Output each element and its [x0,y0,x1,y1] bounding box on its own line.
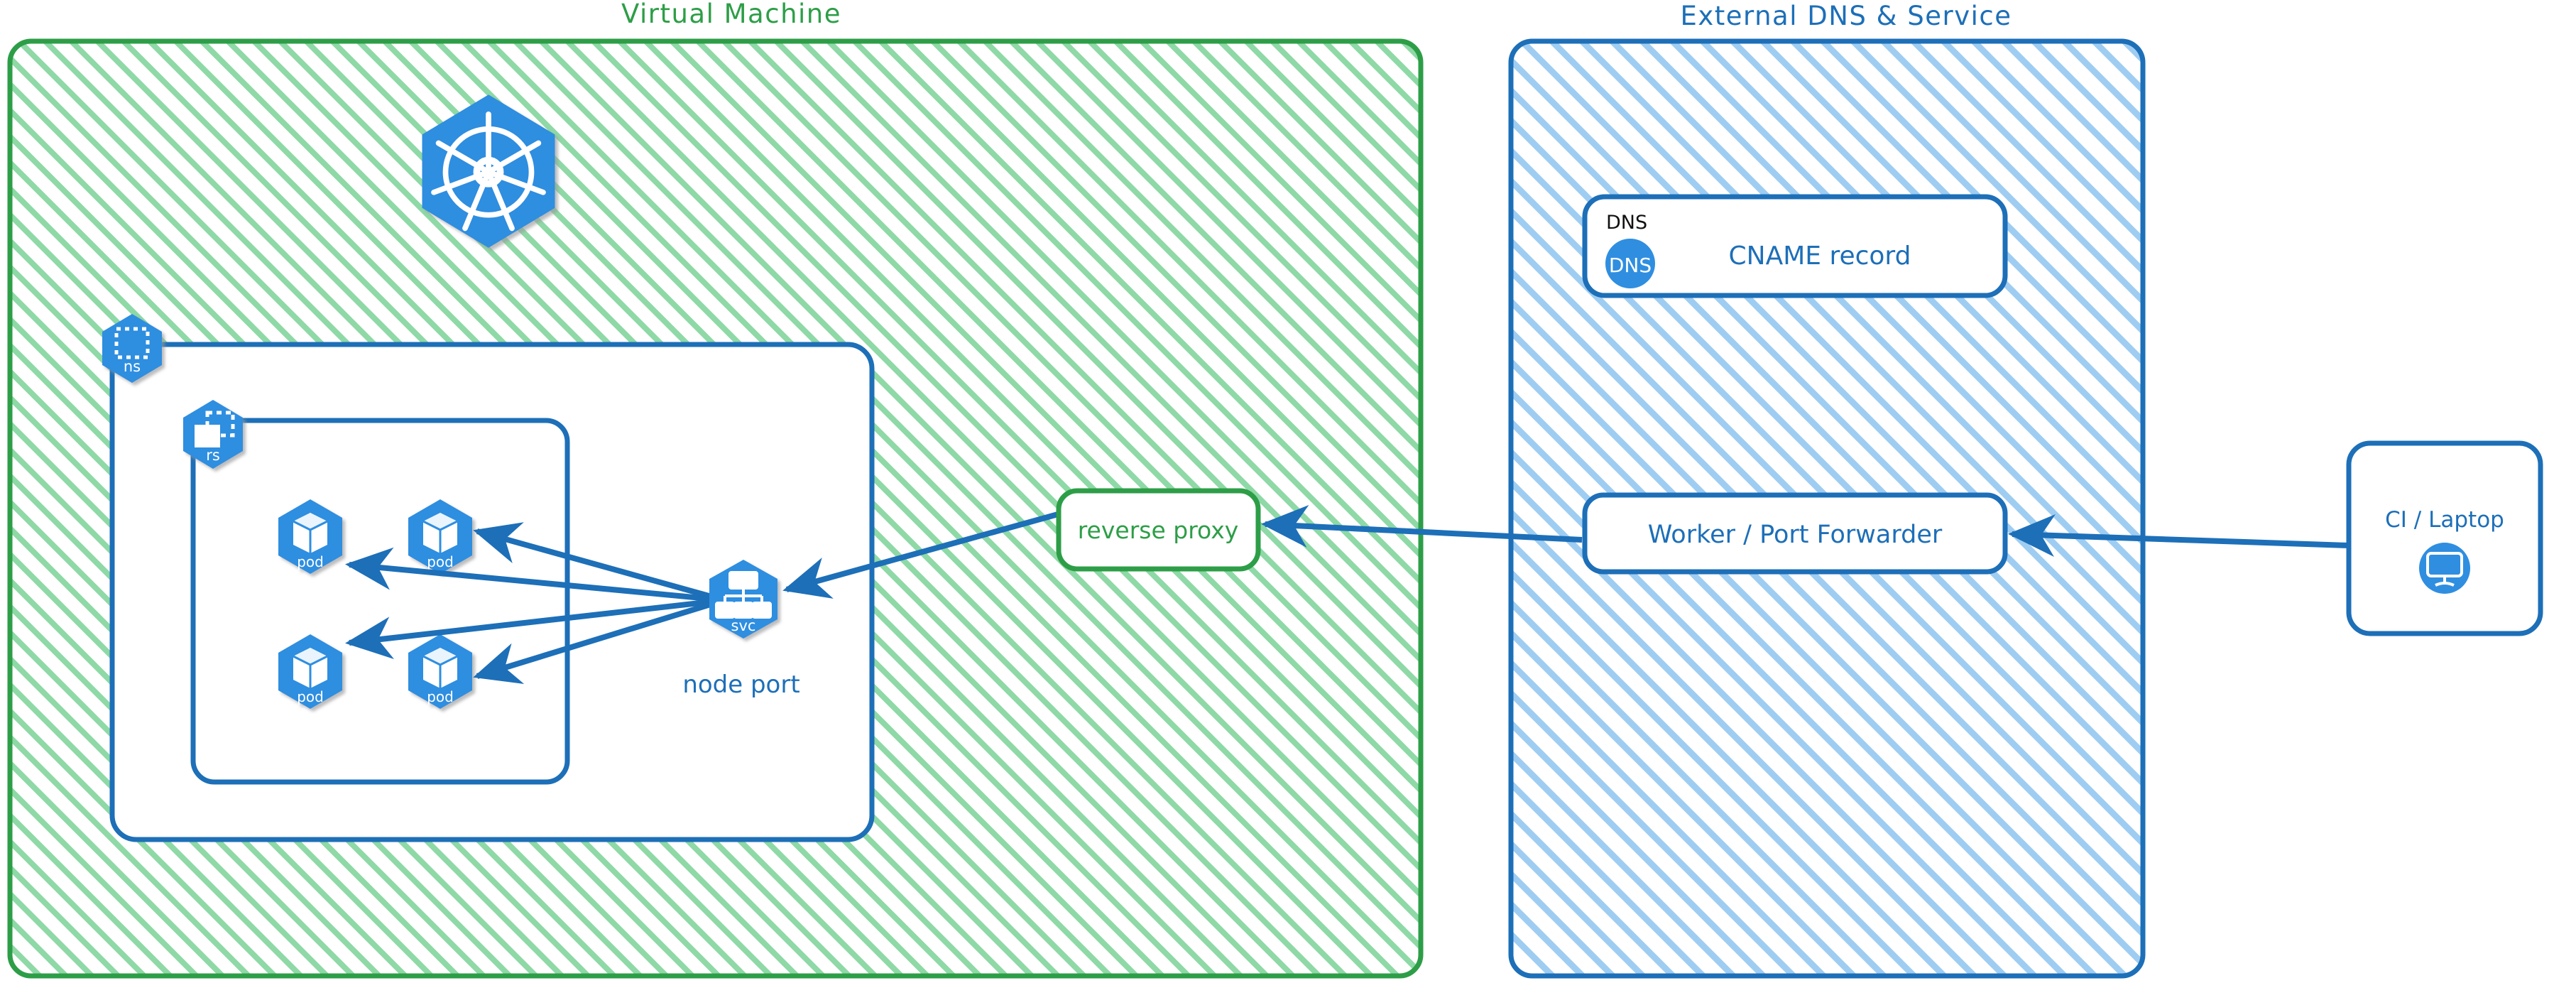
reverse-proxy-box[interactable]: reverse proxy [1056,488,1261,572]
service-to-pod-arrows [345,522,726,685]
pod-3: pod [278,634,342,709]
node-port-caption: node port [682,670,799,699]
namespace-badge-label: ns [124,358,141,375]
dns-circle-icon: DNS [1605,239,1655,288]
pod-2: pod [408,499,472,574]
arrow-service-to-pod-2 [473,522,726,603]
namespace-icon: ns [102,314,162,383]
kubernetes-wheel-icon [422,94,555,248]
vm-zone-title: Virtual Machine [621,0,841,29]
pod-badge-label: pod [297,688,324,705]
pod-badge-label: pod [427,553,454,570]
arrow-reverse-proxy-to-service [782,511,1059,599]
ci-laptop-card[interactable]: CI / Laptop [2346,440,2543,636]
replicaset-box [190,418,570,785]
dns-badge-text: DNS [1609,254,1652,277]
pod-badge-label: pod [427,688,454,705]
pod-badge-label: pod [297,553,324,570]
arrow-service-to-pod-3 [345,597,725,660]
dns-card-corner-label: DNS [1606,212,1647,234]
worker-port-forwarder-card[interactable]: Worker / Port Forwarder [1582,492,2008,575]
arrow-worker-to-reverse-proxy [1261,504,1583,548]
arrow-service-to-pod-4 [473,597,726,685]
service-icon: svc [709,560,777,639]
arrow-service-to-pod-1 [345,547,725,603]
dns-card[interactable]: DNS DNS CNAME record [1582,194,2008,298]
worker-port-forwarder-label: Worker / Port Forwarder [1648,521,1943,549]
arrow-ci-laptop-to-worker [2008,514,2349,558]
desktop-monitor-icon [2419,543,2470,594]
ci-laptop-label: CI / Laptop [2385,507,2504,533]
cname-record-label: CNAME record [1729,241,1911,271]
replicaset-badge-label: rs [206,447,220,464]
reverse-proxy-label: reverse proxy [1078,516,1239,544]
external-zone-title: External DNS & Service [1680,1,2012,31]
service-badge-label: svc [731,617,756,634]
pod-4: pod [408,634,472,709]
replicaset-icon: rs [183,400,243,469]
pod-1: pod [278,499,342,574]
